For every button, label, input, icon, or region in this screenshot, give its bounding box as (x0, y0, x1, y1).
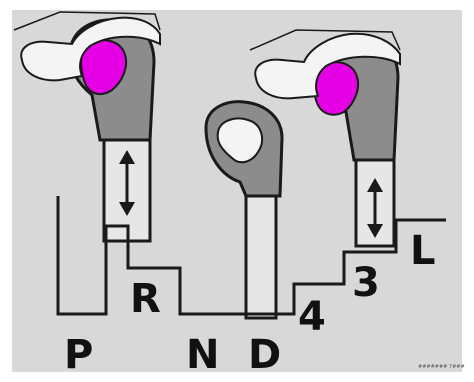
gear-label-p: P (64, 332, 93, 378)
gear-label-r: R (130, 276, 161, 322)
figure-reference-code: ####### 7### (418, 364, 465, 370)
middle-lever-shaft (246, 180, 276, 318)
gear-label-l: L (410, 228, 436, 274)
gear-label-4: 4 (298, 294, 326, 340)
gear-label-3: 3 (352, 260, 380, 306)
gear-label-d: D (248, 332, 281, 378)
gear-label-n: N (186, 332, 219, 378)
